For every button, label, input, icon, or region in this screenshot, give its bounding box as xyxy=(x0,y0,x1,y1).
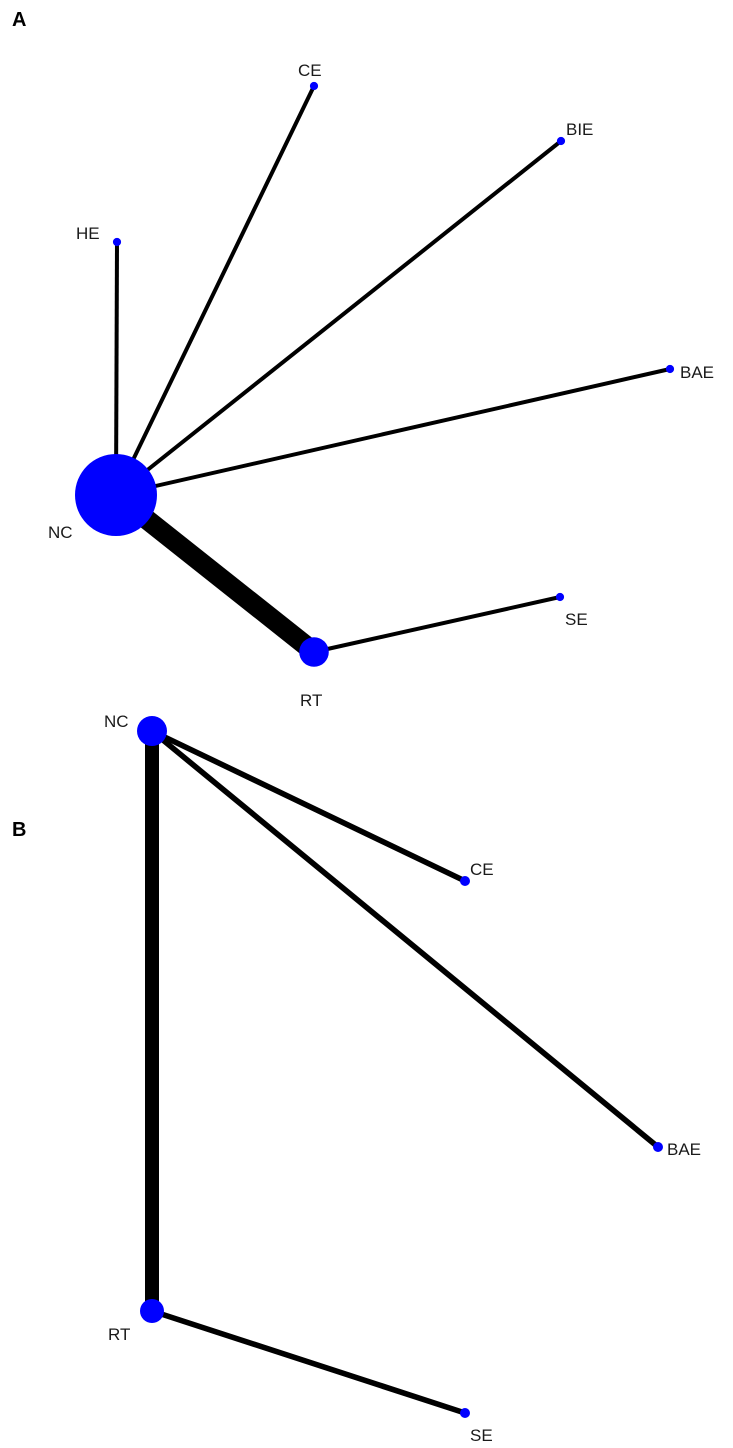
node-bae xyxy=(653,1142,663,1152)
node-he xyxy=(112,237,122,247)
edge-nc-rt xyxy=(109,487,321,660)
edge-nc-he xyxy=(114,241,119,496)
node-rt xyxy=(140,1299,164,1323)
node-label-nc: NC xyxy=(48,523,73,542)
edge-nc-bie xyxy=(114,139,563,497)
node-label-rt: RT xyxy=(108,1325,130,1344)
node-label-bie: BIE xyxy=(566,120,593,139)
panel-a-letter: A xyxy=(12,9,26,31)
node-label-se: SE xyxy=(470,1426,493,1445)
node-bie xyxy=(556,136,566,146)
panel-b-network: B NC RT CE BAE SE xyxy=(12,712,701,1445)
node-label-he: HE xyxy=(76,224,100,243)
edge-nc-bae xyxy=(150,728,660,1150)
node-rt xyxy=(299,637,329,667)
node-label-ce: CE xyxy=(298,61,322,80)
panel-b-letter: B xyxy=(12,819,26,841)
node-label-rt: RT xyxy=(300,691,322,710)
edge-rt-se xyxy=(151,1308,466,1416)
panel-a-network: A NC RT HE CE BIE BAE SE xyxy=(12,9,714,710)
node-se xyxy=(555,592,565,602)
edge-nc-ce xyxy=(150,728,467,884)
node-nc xyxy=(75,454,157,536)
node-label-se: SE xyxy=(565,610,588,629)
edge-rt-se xyxy=(313,595,561,654)
node-bae xyxy=(665,364,675,374)
node-nc xyxy=(137,716,167,746)
node-ce xyxy=(309,81,319,91)
node-label-ce: CE xyxy=(470,860,494,879)
node-ce xyxy=(460,876,470,886)
node-se xyxy=(460,1408,470,1418)
node-label-bae: BAE xyxy=(667,1140,701,1159)
node-label-nc: NC xyxy=(104,712,129,731)
node-label-bae: BAE xyxy=(680,363,714,382)
edge-nc-bae xyxy=(115,367,671,497)
edge-nc-ce xyxy=(114,85,316,496)
